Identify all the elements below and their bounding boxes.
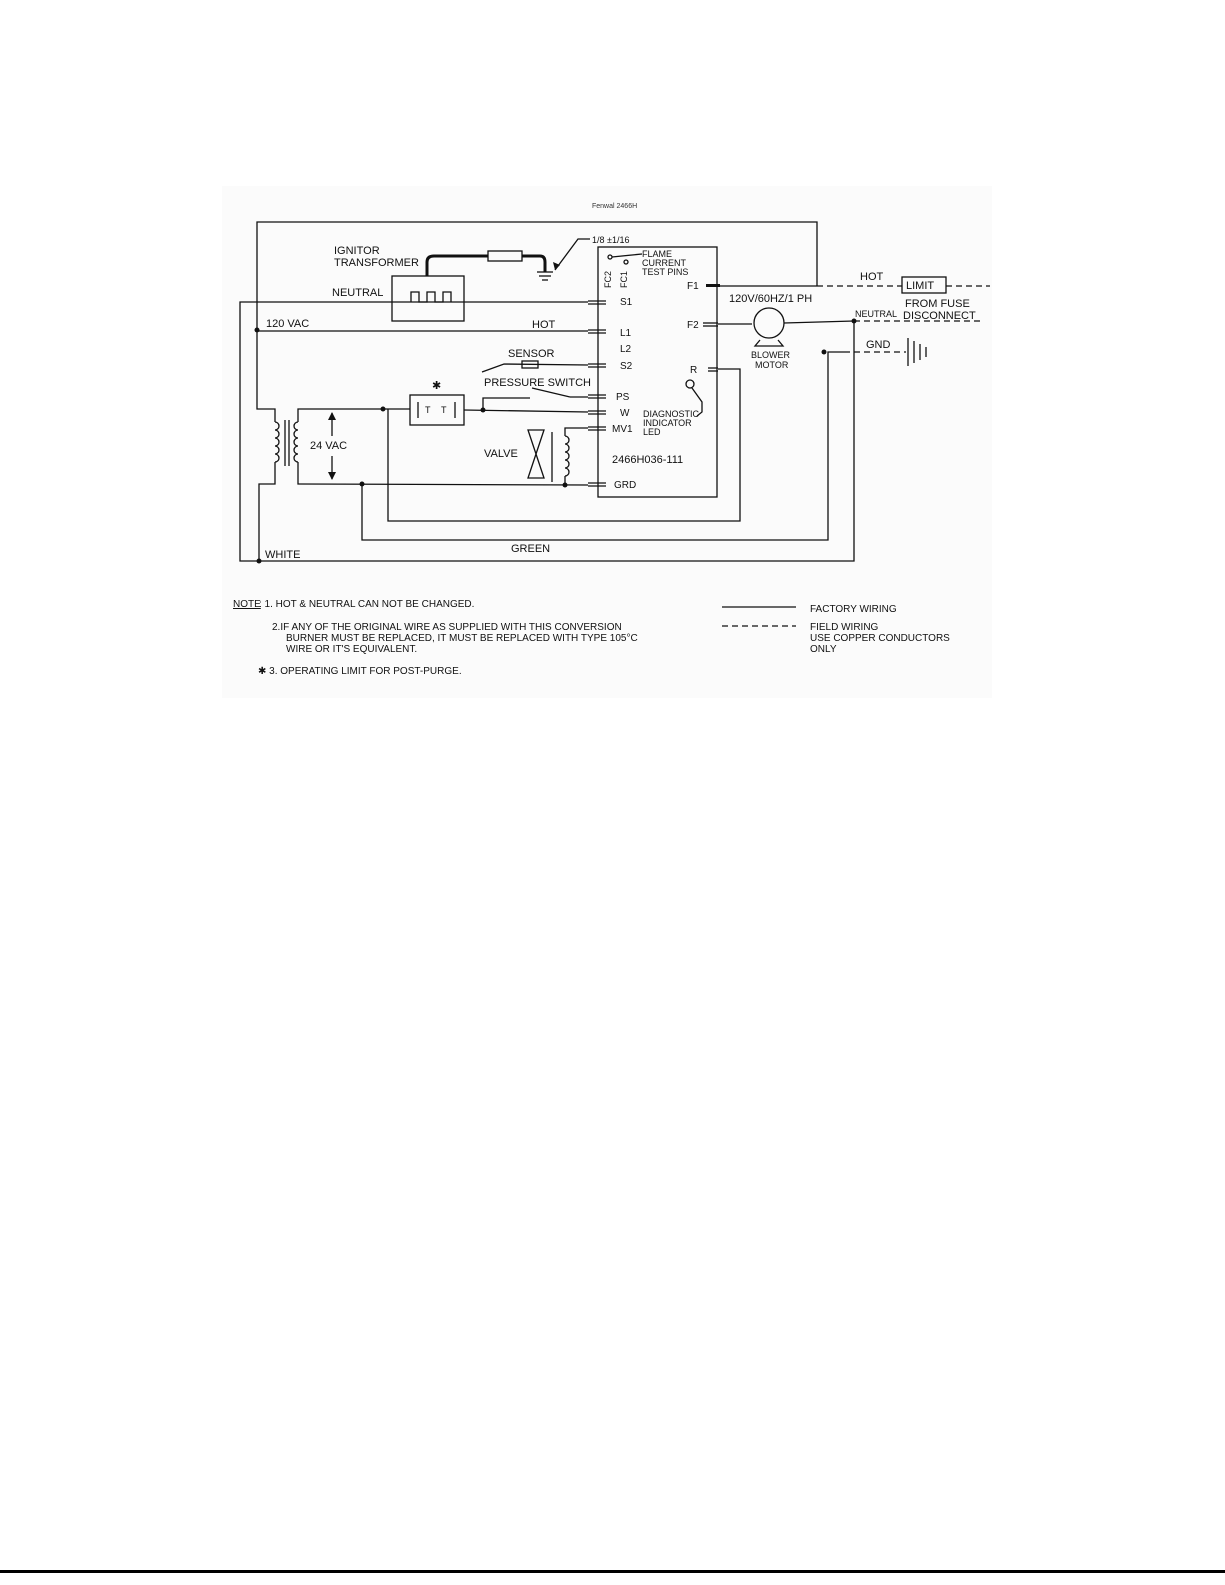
diag-label-3: LED [643,427,661,437]
fc2-label: FC2 [603,271,613,288]
sensor-icon [521,360,539,369]
diagram-title: Fenwal 2466H [592,203,637,210]
flame-label-1: FLAME [642,249,672,259]
green-label: GREEN [511,543,550,555]
flame-label-3: TEST PINS [642,267,688,277]
neutral-wire [239,301,855,562]
top-loop-wire [256,221,818,329]
note-3: ✱ 3. OPERATING LIMIT FOR POST-PURGE. [258,666,462,677]
diagnostic-led-icon [685,379,695,389]
legend-copper-label-2: ONLY [810,644,837,655]
pressure-switch-icon [531,387,571,398]
fc1-pin-icon [623,259,629,265]
pin-w-label: W [620,408,630,419]
ignitor-label-2: TRANSFORMER [334,257,419,269]
sensor-wire [481,363,589,373]
pin-f1-terminal [706,284,720,287]
thermostat-t-right: T [441,405,447,415]
pin-mv1-label: MV1 [612,424,633,435]
gap-label: 1/8 ±1/16 [592,235,629,245]
control-module-box [597,246,718,498]
pin-f1-label: F1 [687,281,699,292]
legend-copper-label-1: USE COPPER CONDUCTORS [810,633,950,644]
pin-s1-label: S1 [620,297,633,308]
pin-r-label: R [690,365,697,376]
pin-l2-label: L2 [620,344,632,355]
pin-grd-label: GRD [614,480,636,491]
limit-box [901,276,947,294]
ignitor-coil-icon [410,291,452,303]
blower-label-2: MOTOR [755,360,789,370]
common-24v-wire [299,483,589,486]
note-2-line1: 2.IF ANY OF THE ORIGINAL WIRE AS SUPPLIE… [272,622,622,633]
ignitor-label-1: IGNITOR [334,245,380,257]
module-left-pins [588,300,606,487]
earth-ground-icon [907,338,927,366]
diag-label-1: DIAGNOSTIC [643,409,700,419]
neutral-right-label: NEUTRAL [855,309,897,319]
thermostat-t-left: T [425,405,431,415]
neutral-left-label: NEUTRAL [332,287,383,299]
diagram-background [222,186,992,698]
module-model-label: 2466H036-111 [612,454,683,466]
from-fuse-label-1: FROM FUSE [905,298,970,310]
legend-field-label: FIELD WIRING [810,622,879,633]
sensor-label: SENSOR [508,348,555,360]
supply-label: 120V/60HZ/1 PH [729,293,812,305]
r-return-wire [387,368,741,522]
hot-mid-label: HOT [532,319,556,331]
pressure-switch-label: PRESSURE SWITCH [484,377,591,389]
transformer-24vac-icon [256,331,300,561]
legend-factory-label: FACTORY WIRING [810,604,897,615]
valve-label: VALVE [484,448,518,460]
note-2-line2: BURNER MUST BE REPLACED, IT MUST BE REPL… [286,633,638,644]
green-wire [361,351,844,541]
limit-label: LIMIT [906,280,934,292]
hot-right-label: HOT [860,271,884,283]
page-bottom-rule [0,1570,1225,1573]
valve-coil-icon [564,435,570,477]
gas-valve-icon [527,429,545,479]
ignitor-lead-wire [425,254,488,276]
vac120-label: 120 VAC [266,318,309,330]
flame-label-2: CURRENT [642,258,687,268]
gnd-label: GND [866,339,891,351]
blower-label-1: BLOWER [751,350,791,360]
spark-ground-icon [537,271,553,281]
pin-ps-label: PS [616,392,630,403]
diag-label-2: INDICATOR [643,418,692,428]
thermostat-asterisk: ✱ [432,380,441,392]
note-heading: NOTE [233,599,261,610]
vac24-label: 24 VAC [310,440,347,452]
white-label: WHITE [265,549,300,561]
note-2-line3: WIRE OR IT'S EQUIVALENT. [286,644,417,655]
pin-l1-label: L1 [620,328,632,339]
pin-f2-label: F2 [687,320,699,331]
note-1: : 1. HOT & NEUTRAL CAN NOT BE CHANGED. [259,599,474,610]
from-fuse-label-2: DISCONNECT [903,310,976,322]
fc1-label: FC1 [619,271,629,288]
pin-s2-label: S2 [620,361,633,372]
